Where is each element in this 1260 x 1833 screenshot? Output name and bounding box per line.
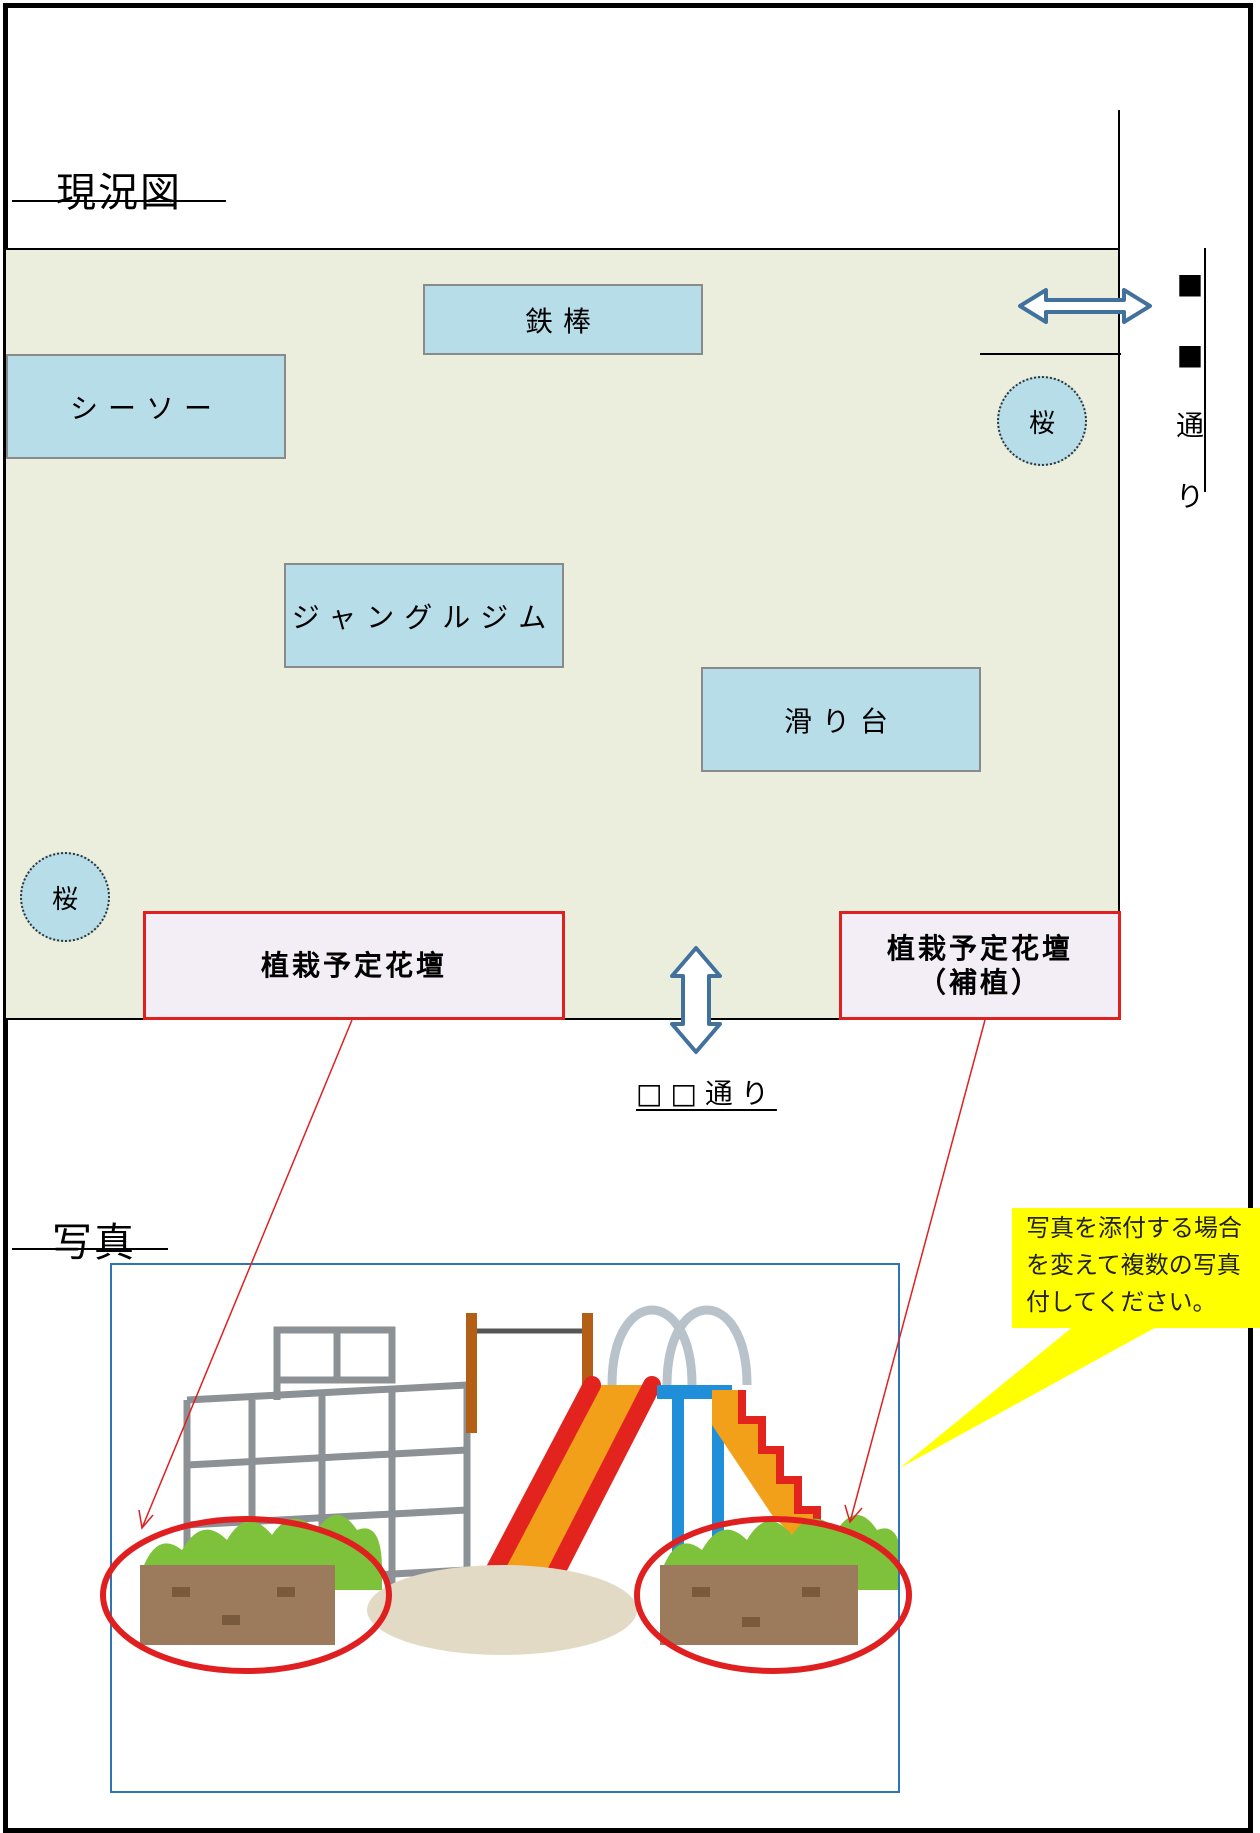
cherry-tree-bottom-left: 桜: [20, 852, 110, 942]
playground-photo: [110, 1263, 900, 1793]
right-flower-bed-illustration: [660, 1515, 898, 1645]
leader-arrowhead-left: [138, 1509, 154, 1530]
bed-supplement-title: 植栽予定花壇: [886, 931, 1073, 965]
right-street-label: ■ ■ 通 り: [1170, 248, 1210, 532]
highlight-ellipse-right: [634, 1516, 912, 1674]
bottom-entrance-double-arrow: [670, 946, 722, 1054]
sandbox: [367, 1565, 637, 1655]
leader-arrowhead-right: [844, 1504, 863, 1524]
slide-stairs: [712, 1390, 821, 1545]
planned-flower-bed: 植栽予定花壇: [143, 911, 565, 1020]
right-street-char-3: 通: [1175, 409, 1204, 442]
slide: 滑り台: [701, 667, 981, 772]
right-street-char-2: ■: [1176, 338, 1204, 371]
jungle-gym: ジャングルジム: [284, 563, 564, 668]
playground-illustration: [140, 1305, 898, 1655]
current-map-heading-underline: [12, 200, 226, 202]
note-line-3: 付してください。: [1026, 1288, 1217, 1316]
iron-bar-illustration: [466, 1313, 593, 1433]
note-line-1: 写真を添付する場合: [1026, 1214, 1242, 1242]
current-map-heading: 現況図: [56, 170, 182, 216]
photo-heading-underline: [12, 1248, 168, 1250]
highlight-ellipse-left: [100, 1516, 392, 1674]
right-street-char-4: り: [1175, 480, 1204, 513]
note-line-2: を変えて複数の写真: [1026, 1251, 1241, 1279]
photo-note-callout: 写真を添付する場合 を変えて複数の写真 付してください。: [1012, 1208, 1260, 1328]
bed-supplement-subtitle: （補植）: [917, 965, 1042, 999]
leader-line-left: [141, 1019, 353, 1529]
bottom-street-label: □□通り: [636, 1077, 777, 1110]
photo-heading: 写真: [52, 1220, 136, 1266]
slide-arches: [607, 1305, 752, 1386]
callout-pointer: [900, 1325, 1160, 1468]
slide-chute-illustration: [483, 1376, 661, 1589]
right-entrance-double-arrow: [1018, 288, 1152, 324]
iron-bar: 鉄棒: [423, 284, 703, 355]
leader-line-right: [849, 1019, 986, 1523]
right-street-char-1: ■: [1176, 267, 1204, 300]
cherry-tree-top-right: 桜: [997, 376, 1087, 466]
seesaw: シーソー: [6, 354, 286, 459]
planned-flower-bed-supplement: 植栽予定花壇 （補植）: [839, 911, 1121, 1020]
